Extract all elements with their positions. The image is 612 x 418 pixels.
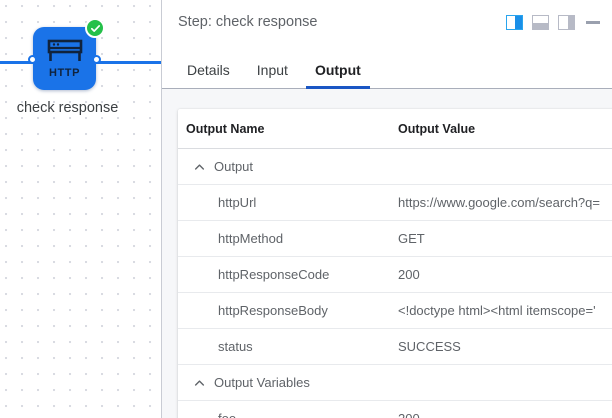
table-group-row-output-variables[interactable]: Output Variables — [178, 364, 612, 401]
table-row[interactable]: status SUCCESS — [178, 328, 612, 365]
layout-right-view-icon[interactable] — [558, 14, 575, 30]
table-row[interactable]: httpResponseBody <!doctype html><html it… — [178, 292, 612, 329]
workflow-canvas[interactable]: HTTP check response — [0, 0, 161, 418]
minimize-icon[interactable] — [586, 15, 600, 29]
page-title: Step: check response — [178, 14, 318, 30]
output-table-card: Output Name Output Value — [178, 109, 612, 418]
table-group-label: Output Variables — [214, 375, 310, 390]
workflow-node-check-response[interactable]: HTTP — [28, 18, 105, 90]
cell-output-name: httpUrl — [178, 184, 390, 221]
table-row[interactable]: httpResponseCode 200 — [178, 256, 612, 293]
tab-output[interactable]: Output — [305, 62, 370, 89]
cell-output-value: 200 — [390, 401, 612, 418]
panel-header: Step: check response — [162, 0, 612, 44]
column-header-output-value: Output Value — [390, 109, 612, 149]
cell-output-name: httpMethod — [178, 220, 390, 257]
step-details-panel: Step: check response Details Input — [161, 0, 612, 418]
node-body[interactable]: HTTP — [33, 27, 96, 90]
node-input-port[interactable] — [28, 55, 37, 64]
cell-output-value: GET — [390, 220, 612, 257]
table-group-row-output[interactable]: Output — [178, 148, 612, 185]
node-output-port[interactable] — [92, 55, 101, 64]
layout-bottom-view-icon[interactable] — [532, 14, 549, 30]
cell-output-name: status — [178, 328, 390, 365]
table-row[interactable]: foo 200 — [178, 401, 612, 418]
cell-output-value: 200 — [390, 256, 612, 293]
cell-output-value: https://www.google.com/search?q= — [390, 184, 612, 221]
table-header-row: Output Name Output Value — [178, 109, 612, 149]
cell-output-name: httpResponseBody — [178, 292, 390, 329]
layout-split-view-icon[interactable] — [506, 14, 523, 30]
bottom-bottom-pane — [533, 23, 548, 29]
cell-output-name: foo — [178, 401, 390, 418]
panel-tabs: Details Input Output — [162, 44, 612, 89]
cell-output-value: <!doctype html><html itemscope=' — [390, 292, 612, 329]
output-table: Output Name Output Value — [178, 109, 612, 418]
split-right-pane — [515, 15, 522, 29]
cell-output-value: SUCCESS — [390, 328, 612, 365]
cell-output-name: httpResponseCode — [178, 256, 390, 293]
table-row[interactable]: httpMethod GET — [178, 220, 612, 257]
panel-header-actions — [506, 14, 600, 30]
http-browser-window-icon — [33, 39, 96, 65]
table-row[interactable]: httpUrl https://www.google.com/search?q= — [178, 184, 612, 221]
right-right-pane — [567, 15, 574, 29]
table-group-label: Output — [214, 159, 254, 174]
tab-input[interactable]: Input — [256, 62, 288, 78]
check-circle-icon — [85, 18, 105, 38]
panel-body: Output Name Output Value — [162, 89, 612, 418]
node-type-label: HTTP — [48, 67, 81, 79]
column-header-output-name: Output Name — [178, 109, 390, 149]
tab-details[interactable]: Details — [187, 62, 230, 78]
chevron-up-icon[interactable] — [194, 161, 205, 172]
node-caption: check response — [16, 100, 119, 116]
chevron-up-icon[interactable] — [194, 377, 205, 388]
